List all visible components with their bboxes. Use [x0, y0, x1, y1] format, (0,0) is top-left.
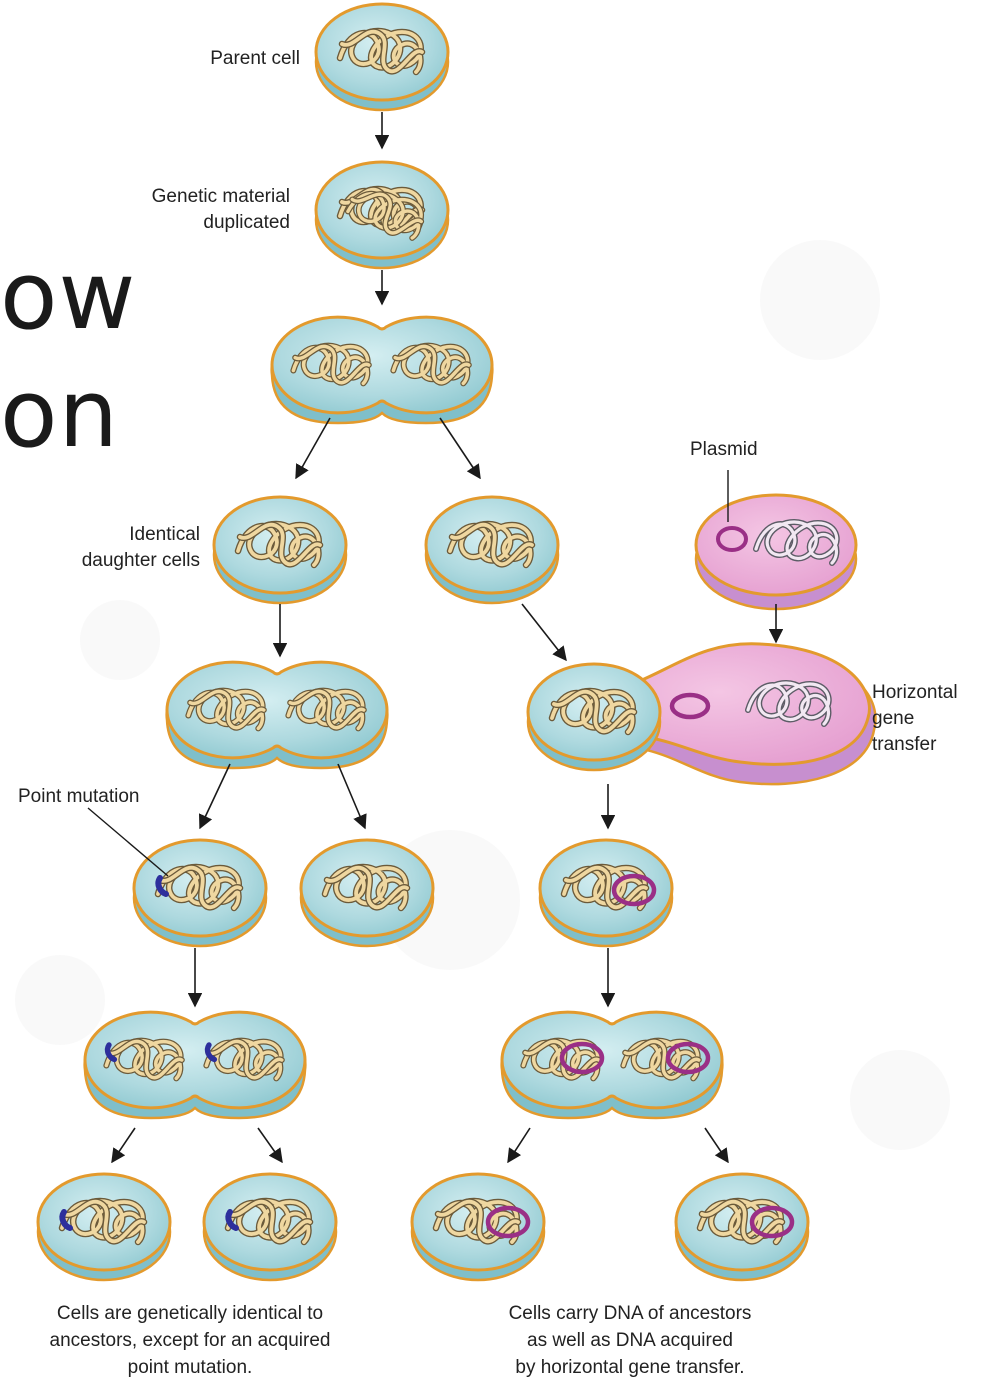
- label-identical-daughter-line-2: daughter cells: [20, 548, 200, 574]
- final-cell-3: [412, 1174, 544, 1280]
- slide-title-fragment-1: ow: [0, 250, 136, 344]
- daughter-cell-left: [214, 497, 346, 603]
- caption-right-line-1: Cells carry DNA of ancestors: [440, 1300, 820, 1327]
- caption-left: Cells are genetically identical to ances…: [0, 1300, 380, 1381]
- final-cell-4: [676, 1174, 808, 1280]
- label-parent-cell: Parent cell: [120, 46, 300, 72]
- caption-left-line-2: ancestors, except for an acquired: [0, 1327, 380, 1354]
- unmutated-cell: [301, 840, 433, 946]
- label-horizontal-gene-transfer: Horizontal gene transfer: [872, 680, 958, 758]
- caption-left-line-3: point mutation.: [0, 1354, 380, 1381]
- caption-right: Cells carry DNA of ancestors as well as …: [440, 1300, 820, 1381]
- label-identical-daughter-line-1: Identical: [20, 522, 200, 548]
- dividing-cell-left-2: [167, 662, 388, 768]
- parent-cell: [316, 4, 448, 110]
- slide-title-fragment-2: on: [0, 368, 119, 462]
- arrows: [112, 112, 776, 1162]
- final-cell-1: [38, 1174, 170, 1280]
- label-hgt-line-1: Horizontal: [872, 680, 958, 706]
- label-plasmid: Plasmid: [690, 437, 758, 463]
- label-hgt-line-3: transfer: [872, 732, 958, 758]
- recipient-cell: [528, 664, 660, 770]
- label-genetic-material-line-1: Genetic material: [80, 184, 290, 210]
- label-genetic-material: Genetic material duplicated: [80, 184, 290, 236]
- dividing-cell-1: [272, 317, 493, 423]
- dividing-plasmid-cell: [502, 1012, 723, 1118]
- label-identical-daughter: Identical daughter cells: [20, 522, 200, 574]
- label-genetic-material-line-2: duplicated: [80, 210, 290, 236]
- caption-left-line-1: Cells are genetically identical to: [0, 1300, 380, 1327]
- label-point-mutation: Point mutation: [18, 784, 139, 810]
- final-cell-2: [204, 1174, 336, 1280]
- caption-right-line-3: by horizontal gene transfer.: [440, 1354, 820, 1381]
- duplicated-cell: [316, 162, 448, 268]
- plasmid-cell: [696, 495, 856, 609]
- mutant-cell: [134, 840, 266, 946]
- daughter-cell-right: [426, 497, 558, 603]
- dividing-mutant-cell: [85, 1012, 306, 1118]
- label-hgt-line-2: gene: [872, 706, 958, 732]
- caption-right-line-2: as well as DNA acquired: [440, 1327, 820, 1354]
- plasmid-carrier-cell: [540, 840, 672, 946]
